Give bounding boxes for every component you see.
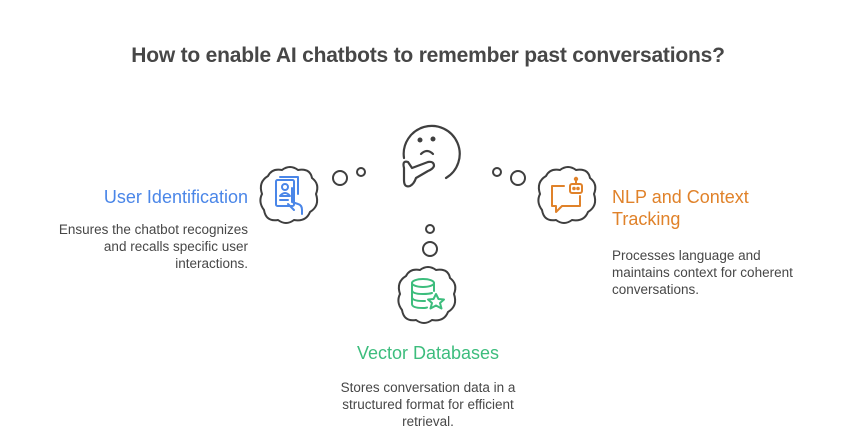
nlp-context-tracking-description: Processes language and maintains context… xyxy=(612,247,832,298)
thought-bubble-dots-right xyxy=(492,167,526,186)
vector-databases-block: Vector Databases Stores conversation dat… xyxy=(318,342,538,430)
vector-databases-description: Stores conversation data in a structured… xyxy=(318,379,538,430)
thinking-face-icon xyxy=(402,124,461,188)
nlp-context-tracking-heading: NLP and Context Tracking xyxy=(612,186,832,230)
page-title: How to enable AI chatbots to remember pa… xyxy=(131,44,725,67)
database-star-icon xyxy=(397,266,457,324)
description-line: Ensures the chatbot recognizes xyxy=(58,222,248,237)
description-line: structured format for efficient xyxy=(342,397,514,412)
nlp-context-tracking-block: NLP and Context Tracking Processes langu… xyxy=(612,186,832,298)
user-id-card-hand-icon xyxy=(259,166,319,224)
user-identification-description: Ensures the chatbot recognizes and recal… xyxy=(20,221,248,272)
description-line: Stores conversation data in a xyxy=(340,380,516,395)
thought-bubble-dots-down xyxy=(422,224,438,257)
description-line: retrieval. xyxy=(402,414,454,429)
description-line: interactions. xyxy=(175,256,248,271)
thought-bubble-dots-left xyxy=(332,167,366,186)
description-line: Processes language and xyxy=(612,248,761,263)
description-line: conversations. xyxy=(612,282,700,297)
description-line: and recalls specific user xyxy=(103,239,248,254)
heading-line: NLP and Context xyxy=(612,187,749,207)
robot-chat-bubble-icon xyxy=(537,166,597,224)
vector-databases-heading: Vector Databases xyxy=(356,343,500,363)
user-identification-heading: User Identification xyxy=(103,187,248,207)
heading-line: Tracking xyxy=(612,209,681,229)
user-identification-block: User Identification Ensures the chatbot … xyxy=(20,186,248,272)
description-line: maintains context for coherent xyxy=(612,265,793,280)
